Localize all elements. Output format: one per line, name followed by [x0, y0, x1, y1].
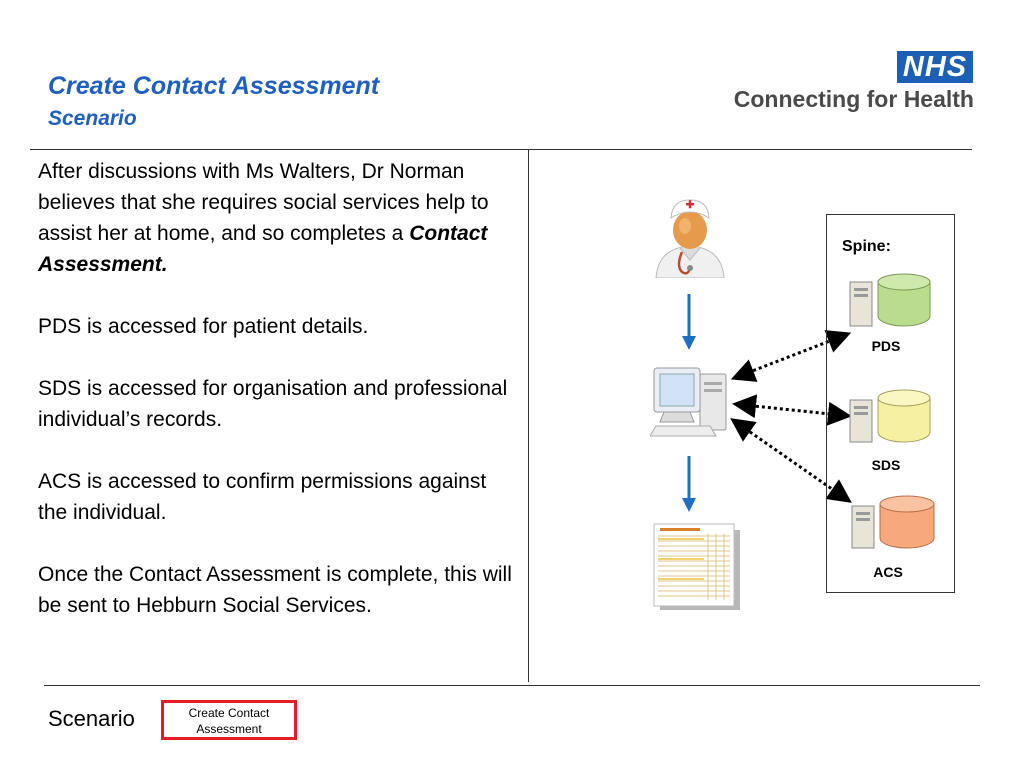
paragraph-3: SDS is accessed for organisation and pro…	[38, 377, 508, 431]
doctor-icon	[655, 199, 725, 278]
document-icon	[653, 523, 740, 610]
contact-assessment-emphasis: Contact Assessment.	[38, 222, 488, 276]
paragraph-2: PDS is accessed for patient details.	[38, 315, 369, 338]
button-line-2: Assessment	[196, 722, 262, 736]
scenario-description: After discussions with Ms Walters, Dr No…	[38, 156, 513, 652]
nhs-logo-badge: NHS	[897, 51, 973, 83]
paragraph-1: After discussions with Ms Walters, Dr No…	[38, 160, 489, 276]
create-contact-assessment-button[interactable]: Create Contact Assessment	[161, 700, 297, 740]
acs-label: ACS	[873, 564, 903, 580]
paragraph-5: Once the Contact Assessment is complete,…	[38, 563, 512, 617]
footer-scenario-label: Scenario	[48, 706, 135, 731]
arrow-computer-sds	[732, 394, 852, 426]
arrow-doctor-to-computer	[682, 294, 696, 350]
nhs-logo-tagline: Connecting for Health	[733, 86, 974, 112]
paragraph-4: ACS is accessed to confirm permissions a…	[38, 470, 487, 524]
arrow-computer-acs	[730, 418, 852, 503]
header-divider	[30, 149, 972, 150]
pds-database-icon	[849, 273, 931, 327]
column-divider	[528, 149, 529, 682]
computer-icon	[650, 367, 727, 437]
page-title: Create Contact Assessment	[48, 72, 380, 100]
sds-label: SDS	[871, 457, 901, 473]
footer-divider	[44, 685, 980, 686]
spine-container	[826, 214, 955, 593]
page-subtitle: Scenario	[48, 107, 137, 130]
sds-database-icon	[849, 389, 931, 443]
pds-label: PDS	[871, 338, 901, 354]
spine-label: Spine:	[842, 238, 891, 255]
button-line-1: Create Contact	[188, 706, 270, 720]
acs-database-icon	[851, 495, 935, 549]
arrow-computer-to-document	[682, 456, 696, 512]
